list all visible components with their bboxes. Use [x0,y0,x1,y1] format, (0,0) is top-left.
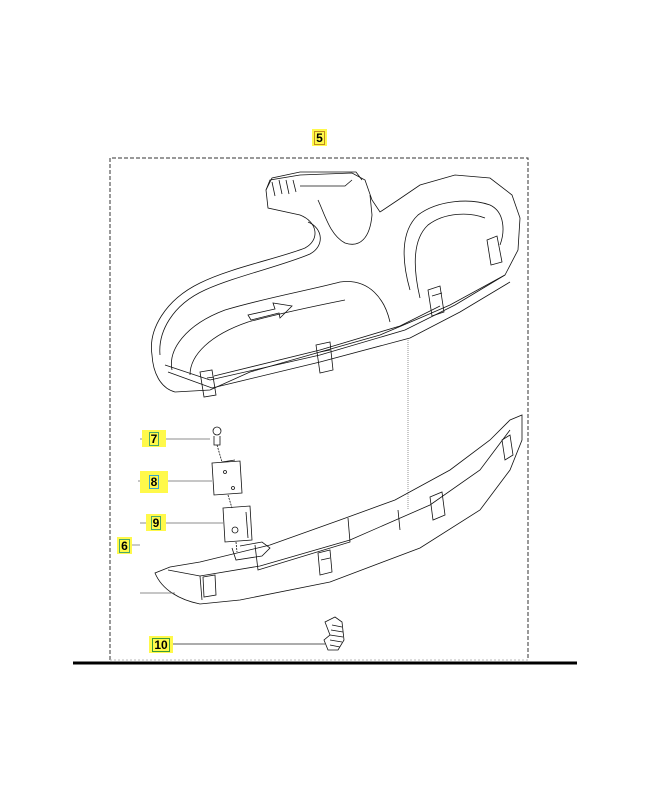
assembly-box [109,157,529,660]
knife-plate-part [211,459,243,509]
callout-5[interactable]: 5 [312,129,327,146]
callout-10-label: 10 [152,637,170,652]
knife-holder-part [222,505,253,553]
upper-guard-part [151,171,521,398]
lower-skirt-part [154,414,523,605]
callout-8[interactable]: 8 [140,471,168,493]
callout-8-label: 8 [148,475,160,489]
callout-9-label: 9 [150,515,162,530]
callout-5-label: 5 [314,130,325,145]
clip-part [323,616,345,651]
screw-part [212,426,223,463]
callout-10[interactable]: 10 [149,636,173,653]
callout-7-label: 7 [148,431,160,446]
callout-6-label: 6 [119,538,130,553]
callout-9[interactable]: 9 [146,514,166,531]
callout-6[interactable]: 6 [117,537,132,554]
callout-7[interactable]: 7 [142,430,166,447]
